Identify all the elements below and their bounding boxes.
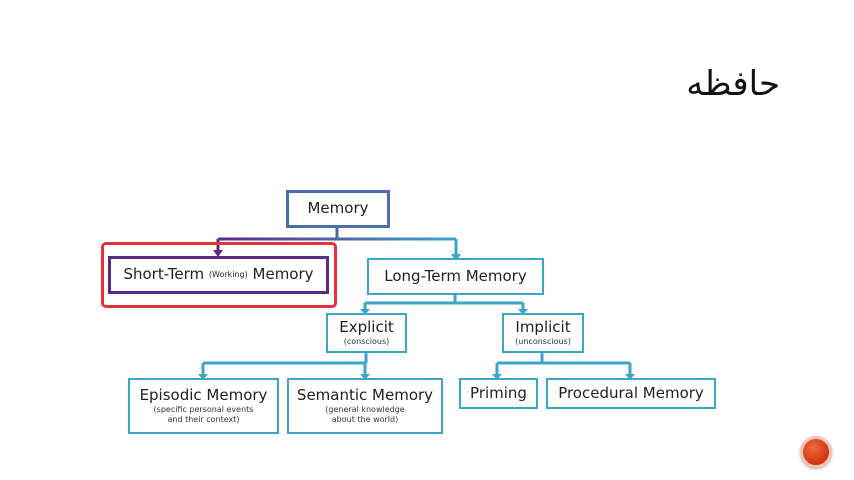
arrowhead-implicit: [518, 309, 528, 315]
node-short-term-label-2: Memory: [247, 265, 314, 284]
node-priming: Priming: [459, 378, 538, 409]
arrowhead-semantic: [360, 374, 370, 380]
node-semantic-label: Semantic Memory: [296, 386, 434, 405]
node-episodic-sub-1: (specific personal events: [153, 404, 254, 414]
node-priming-label: Priming: [470, 383, 527, 402]
node-explicit-sub: (conscious): [343, 336, 390, 346]
connector-long-term: [363, 294, 525, 311]
highlight-box: [101, 242, 337, 308]
node-semantic-sub-1: (general knowledge: [325, 404, 405, 414]
node-explicit-label: Explicit: [339, 318, 394, 337]
node-short-term-memory: Short-Term (Working) Memory: [108, 256, 329, 294]
arrowhead-priming: [492, 374, 502, 380]
slide-title: حافظه: [686, 64, 780, 104]
node-long-term-label: Long-Term Memory: [384, 266, 527, 285]
node-episodic-label: Episodic Memory: [139, 386, 268, 405]
connector-implicit: [495, 352, 632, 376]
slide-nav-button[interactable]: [800, 436, 832, 468]
node-implicit-sub: (unconscious): [515, 336, 571, 346]
node-explicit: Explicit (conscious): [326, 313, 407, 353]
node-semantic-sub-2: about the world): [331, 414, 399, 424]
connector-explicit: [201, 352, 368, 376]
arrowhead-long-term: [451, 254, 461, 261]
arrowhead-explicit: [360, 309, 370, 315]
node-episodic-memory: Episodic Memory (specific personal event…: [128, 378, 279, 434]
arrowhead-short-term: [213, 250, 223, 257]
node-memory: Memory: [286, 190, 390, 228]
node-implicit: Implicit (unconscious): [502, 313, 584, 353]
node-episodic-sub-2: and their context): [167, 414, 240, 424]
node-procedural-memory: Procedural Memory: [546, 378, 716, 409]
arrowhead-procedural: [625, 374, 635, 380]
node-short-term-label-1: Short-Term: [123, 265, 209, 284]
node-memory-label: Memory: [307, 199, 369, 218]
arrowhead-episodic: [198, 374, 208, 380]
node-long-term-memory: Long-Term Memory: [367, 258, 544, 295]
connector-memory: [216, 226, 458, 258]
node-short-term-note: (Working): [208, 270, 248, 280]
node-implicit-label: Implicit: [515, 318, 571, 337]
node-procedural-label: Procedural Memory: [558, 383, 704, 402]
node-semantic-memory: Semantic Memory (general knowledge about…: [287, 378, 443, 434]
